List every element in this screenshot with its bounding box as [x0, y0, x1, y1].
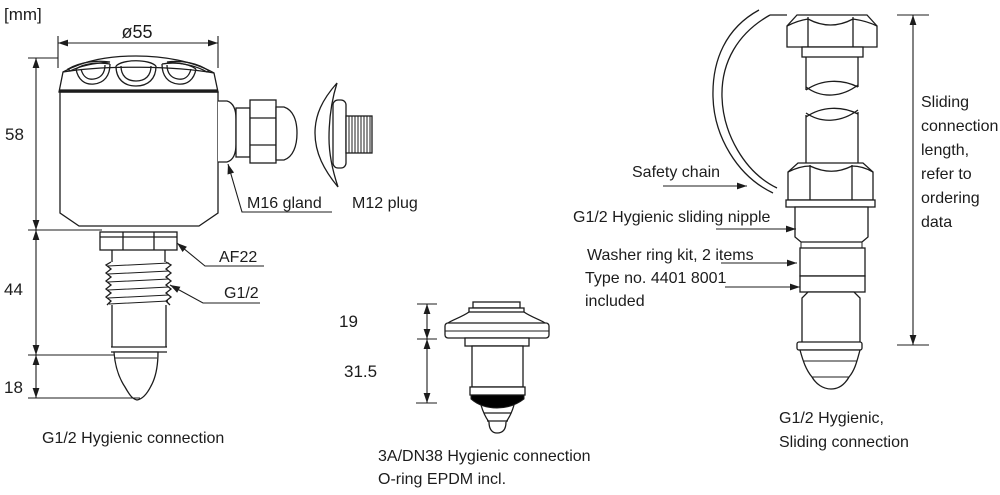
caption-right-line1: G1/2 Hygienic,: [779, 410, 884, 427]
caption-left: G1/2 Hygienic connection: [42, 430, 224, 447]
label-washer-kit-line3: included: [585, 293, 645, 310]
label-m16-gland: M16 gland: [247, 195, 322, 212]
top-hex-nut-facets: [786, 17, 878, 47]
sliding-nipple-body: [794, 206, 869, 243]
figure-sliding-connection: Sliding connection length, refer to orde…: [573, 9, 998, 451]
tube-break-symbol: [805, 80, 859, 121]
dim-note-line5: ordering: [921, 190, 980, 207]
dim-note-line4: refer to: [921, 166, 972, 183]
dimensions-middle: 19 31.5: [339, 303, 437, 404]
dim-text-58: 58: [5, 125, 24, 144]
cap-grip-scallop-right: [161, 62, 197, 85]
dn38-step: [464, 337, 530, 347]
dn38-flare: [447, 311, 546, 324]
washer-ring-lower: [799, 275, 866, 293]
label-m12-plug: M12 plug: [352, 195, 418, 212]
dim-text-31-5: 31.5: [344, 362, 377, 381]
gland-dome-cap: [275, 106, 298, 161]
dim-note-line6: data: [921, 214, 952, 231]
head-body: [59, 91, 219, 227]
probe-neck: [111, 250, 166, 262]
nipple-flange: [785, 199, 876, 208]
label-af22: AF22: [219, 249, 257, 266]
dim-text-44: 44: [4, 280, 23, 299]
leader-g12: [169, 284, 260, 304]
dn38-tip: [480, 404, 515, 434]
washer-ring-upper: [799, 247, 866, 277]
cap-crescent-right: [166, 60, 211, 73]
dn38-neck-stub: [472, 301, 521, 309]
label-safety-chain: Safety chain: [632, 164, 720, 181]
thread-edge-zigzag: [104, 261, 173, 306]
sliding-probe-tip-lines: [803, 360, 857, 378]
caption-middle-line1: 3A/DN38 Hygienic connection: [378, 448, 591, 465]
transmitter-head: [58, 55, 219, 227]
units-label: [mm]: [4, 5, 42, 24]
gland-collar: [235, 107, 251, 158]
dn38-oring: [470, 394, 525, 409]
cable-gland-m16: [218, 99, 298, 164]
lower-stem: [801, 291, 861, 342]
dim-text-19: 19: [339, 312, 358, 331]
sliding-assembly: [785, 14, 878, 390]
stem-lip: [796, 341, 863, 351]
cap-grip-scallop-center: [115, 60, 157, 87]
probe-g12: [99, 231, 178, 401]
dim-text-diameter: ø55: [121, 22, 152, 42]
plug-collar: [332, 99, 347, 169]
plug-thread-stub: [345, 115, 373, 154]
top-hex-nut: [786, 14, 878, 48]
dn38-washer-ring: [469, 386, 526, 396]
cap-grip-scallop-left: [75, 62, 111, 85]
tube-edges: [805, 57, 859, 163]
probe-tip: [113, 351, 159, 401]
dim-note-line3: length,: [921, 142, 969, 159]
dn38-part: [444, 301, 550, 434]
gland-boss: [218, 100, 237, 163]
m12-plug: [314, 82, 373, 188]
plug-thread-lines: [348, 116, 371, 153]
gland-nut-facets: [250, 117, 276, 146]
label-washer-kit-line2: Type no. 4401 8001: [585, 270, 727, 287]
label-washer-kit-line1: Washer ring kit, 2 items: [587, 247, 754, 264]
label-sliding-nipple: G1/2 Hygienic sliding nipple: [573, 209, 771, 226]
leader-af22: [176, 242, 264, 267]
leader-m16-gland: [227, 163, 332, 213]
top-collar: [801, 46, 864, 58]
gland-nut: [249, 99, 277, 164]
extension-lines: [28, 36, 219, 399]
safety-chain-arc: [712, 9, 787, 194]
labels-left: M16 gland M12 plug AF22 G1/2: [169, 163, 418, 304]
dn38-neck-lip: [468, 307, 525, 313]
thread-ridge-lines: [107, 262, 170, 305]
caption-middle-line2: O-ring EPDM incl.: [378, 471, 506, 488]
hex-nut-af22: [99, 231, 178, 251]
dim-note-line2: connection: [921, 118, 998, 135]
nipple-hex-nut: [787, 162, 874, 201]
labels-right: Safety chain G1/2 Hygienic sliding nippl…: [573, 164, 800, 310]
hex-nut-facets: [100, 232, 177, 250]
cap-rim-line: [62, 66, 215, 74]
caption-right-line2: Sliding connection: [779, 434, 909, 451]
nipple-hex-nut-facets: [787, 165, 874, 200]
probe-shaft: [111, 305, 167, 353]
dim-text-18: 18: [4, 378, 23, 397]
dimensions-right: Sliding connection length, refer to orde…: [897, 14, 998, 346]
figure-g12-hygienic: ø55 58 44 18 M16 gland M12 plug AF22 G1/…: [4, 22, 418, 447]
sliding-probe-tip: [799, 349, 861, 390]
dn38-body-cylinder: [471, 345, 524, 388]
figure-3a-dn38: 19 31.5 3A/DN38 Hygienic connection O-ri…: [339, 301, 591, 488]
label-g12-thread: G1/2: [224, 285, 259, 302]
plug-bell: [314, 82, 339, 188]
dimensions-left: ø55 58 44 18: [4, 22, 219, 399]
dim-note-line1: Sliding: [921, 94, 969, 111]
